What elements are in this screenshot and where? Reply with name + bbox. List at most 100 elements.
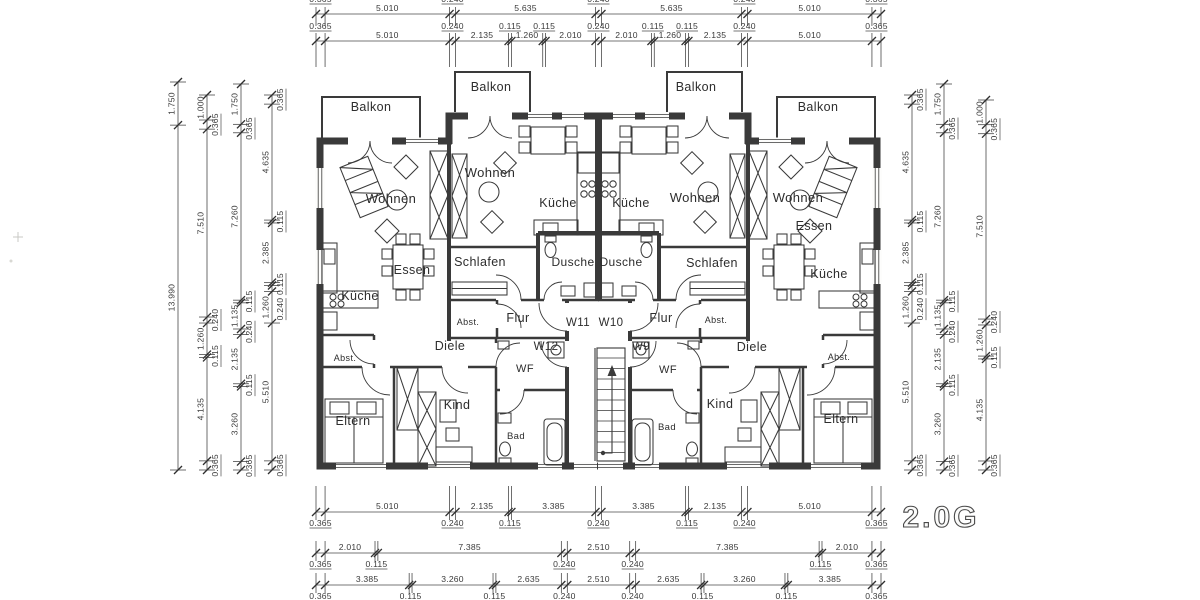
room-label-wohnen-w12: Wohnen [366, 191, 417, 206]
dimension-chain-right_col2: 1.7500.3657.2600.1151.1350.2402.1350.115… [933, 79, 959, 478]
dimension-value: 1.260 [196, 328, 206, 351]
dimension-value: 0.240 [441, 21, 464, 31]
dimension-value: 1.750 [230, 93, 240, 116]
dimension-value: 0.115 [484, 591, 506, 600]
room-label-abst-w11: Abst. [457, 317, 480, 327]
dimension-value: 0.240 [621, 591, 644, 600]
dimension-value: 0.240 [733, 21, 756, 31]
dimension-value: 0.240 [915, 298, 925, 321]
sofa [339, 155, 389, 219]
dimension-value: 13.990 [167, 284, 177, 312]
walls-left-half [315, 71, 602, 470]
room-label-wf-w9: WF [659, 364, 677, 376]
unit-label-w10: W10 [599, 317, 624, 329]
dimension-value: 2.635 [657, 574, 680, 584]
scan-artifact-cross [13, 232, 23, 242]
dimension-value: 1.260 [516, 30, 539, 40]
room-label-abst-w10: Abst. [705, 315, 728, 325]
dimension-value: 0.365 [915, 454, 925, 477]
dimension-value: 5.010 [376, 501, 399, 511]
dimension-value: 0.365 [244, 455, 254, 478]
dimension-value: 2.135 [471, 30, 494, 40]
room-label-essen-w12: Essen [394, 263, 431, 277]
room-label-eltern-w9: Eltern [823, 412, 858, 426]
dimension-value: 1.000 [975, 101, 985, 124]
dimension-value: 1.000 [196, 96, 206, 119]
room-label-kueche-w12: Küche [341, 289, 378, 303]
dimension-value: 7.385 [458, 542, 481, 552]
room-label-kueche-w10: Küche [612, 196, 649, 210]
dimension-value: 2.385 [261, 242, 271, 265]
dimension-value: 0.365 [865, 0, 888, 4]
dimension-chain-bottom_row1: 0.3655.0100.2402.1350.1153.3850.2403.385… [309, 486, 888, 529]
dimension-value: 0.365 [309, 591, 332, 600]
dimension-value: 0.365 [989, 118, 999, 141]
dimension-chain-left_col3: 1.7500.3657.2600.1151.1350.2402.1350.115… [230, 79, 256, 478]
room-label-diele-w12: Diele [435, 339, 466, 353]
room-label-essen-w9: Essen [796, 219, 833, 233]
dimension-value: 2.135 [704, 501, 727, 511]
dimension-value: 0.365 [309, 21, 332, 31]
dimension-value: 7.260 [933, 205, 943, 228]
dimension-value: 0.240 [587, 0, 610, 4]
dimension-value: 1.260 [659, 30, 682, 40]
dimension-value: 0.240 [553, 591, 576, 600]
dimension-value: 0.365 [244, 117, 254, 140]
unit-label-w9: W9 [632, 341, 650, 353]
dimension-value: 3.260 [441, 574, 464, 584]
dimension-value: 4.135 [196, 398, 206, 421]
dimension-value: 3.260 [733, 574, 756, 584]
dimension-value: 0.240 [989, 311, 999, 334]
dimension-value: 0.365 [865, 21, 888, 31]
scan-artifact-dot [9, 259, 13, 263]
room-label-wohnen-w9: Wohnen [773, 190, 824, 205]
dimension-value: 0.365 [947, 455, 957, 478]
dimension-value: 2.135 [230, 348, 240, 371]
room-label-balkon-4: Balkon [798, 100, 839, 114]
dimension-value: 0.240 [947, 320, 957, 343]
dimension-value: 0.115 [989, 347, 999, 369]
dimension-value: 0.115 [915, 273, 925, 295]
dimension-value: 1.750 [167, 92, 177, 115]
dimension-value: 0.240 [733, 518, 756, 528]
floor-title: 2.0G [902, 501, 979, 534]
dimension-value: 5.010 [376, 3, 399, 13]
dimension-value: 0.365 [309, 0, 332, 4]
dimension-value: 0.365 [210, 454, 220, 477]
room-label-bad-w12: Bad [507, 431, 525, 442]
dimension-value: 0.115 [947, 374, 957, 396]
dimension-value: 1.260 [261, 296, 271, 319]
dimension-value: 0.115 [947, 291, 957, 313]
dimension-value: 2.510 [587, 574, 610, 584]
dimension-value: 0.365 [915, 88, 925, 111]
dimension-value: 0.365 [309, 559, 332, 569]
stair-direction-arrow [607, 365, 617, 376]
dimension-value: 3.385 [356, 574, 379, 584]
dimension-value: 0.365 [947, 117, 957, 140]
dimension-value: 5.510 [901, 381, 911, 404]
unit-label-w12: W12 [534, 341, 559, 353]
dimension-value: 7.510 [975, 215, 985, 238]
dimension-value: 0.240 [244, 320, 254, 343]
dimension-value: 0.240 [587, 518, 610, 528]
dimension-value: 0.115 [692, 591, 714, 600]
dimension-value: 1.260 [901, 296, 911, 319]
room-label-balkon-2: Balkon [471, 80, 512, 94]
dimension-chain-bottom_row2: 0.3652.0100.1157.3850.2402.5100.2407.385… [309, 541, 888, 570]
dimension-value: 0.240 [210, 309, 220, 332]
dimension-value: 0.365 [989, 454, 999, 477]
room-label-balkon-1: Balkon [351, 100, 392, 114]
dimension-value: 0.115 [676, 518, 698, 528]
dimension-value: 0.365 [210, 113, 220, 136]
dimension-value: 0.365 [865, 559, 888, 569]
dimension-value: 1.135 [230, 305, 240, 328]
dimension-value: 2.385 [901, 242, 911, 265]
dimension-value: 0.115 [275, 211, 285, 233]
room-label-abst-w9: Abst. [828, 352, 851, 362]
dimension-value: 2.510 [587, 542, 610, 552]
room-label-abst-w12: Abst. [334, 353, 357, 363]
dimension-value: 5.635 [660, 3, 683, 13]
dimension-value: 0.115 [275, 273, 285, 295]
dimension-value: 3.385 [542, 501, 565, 511]
